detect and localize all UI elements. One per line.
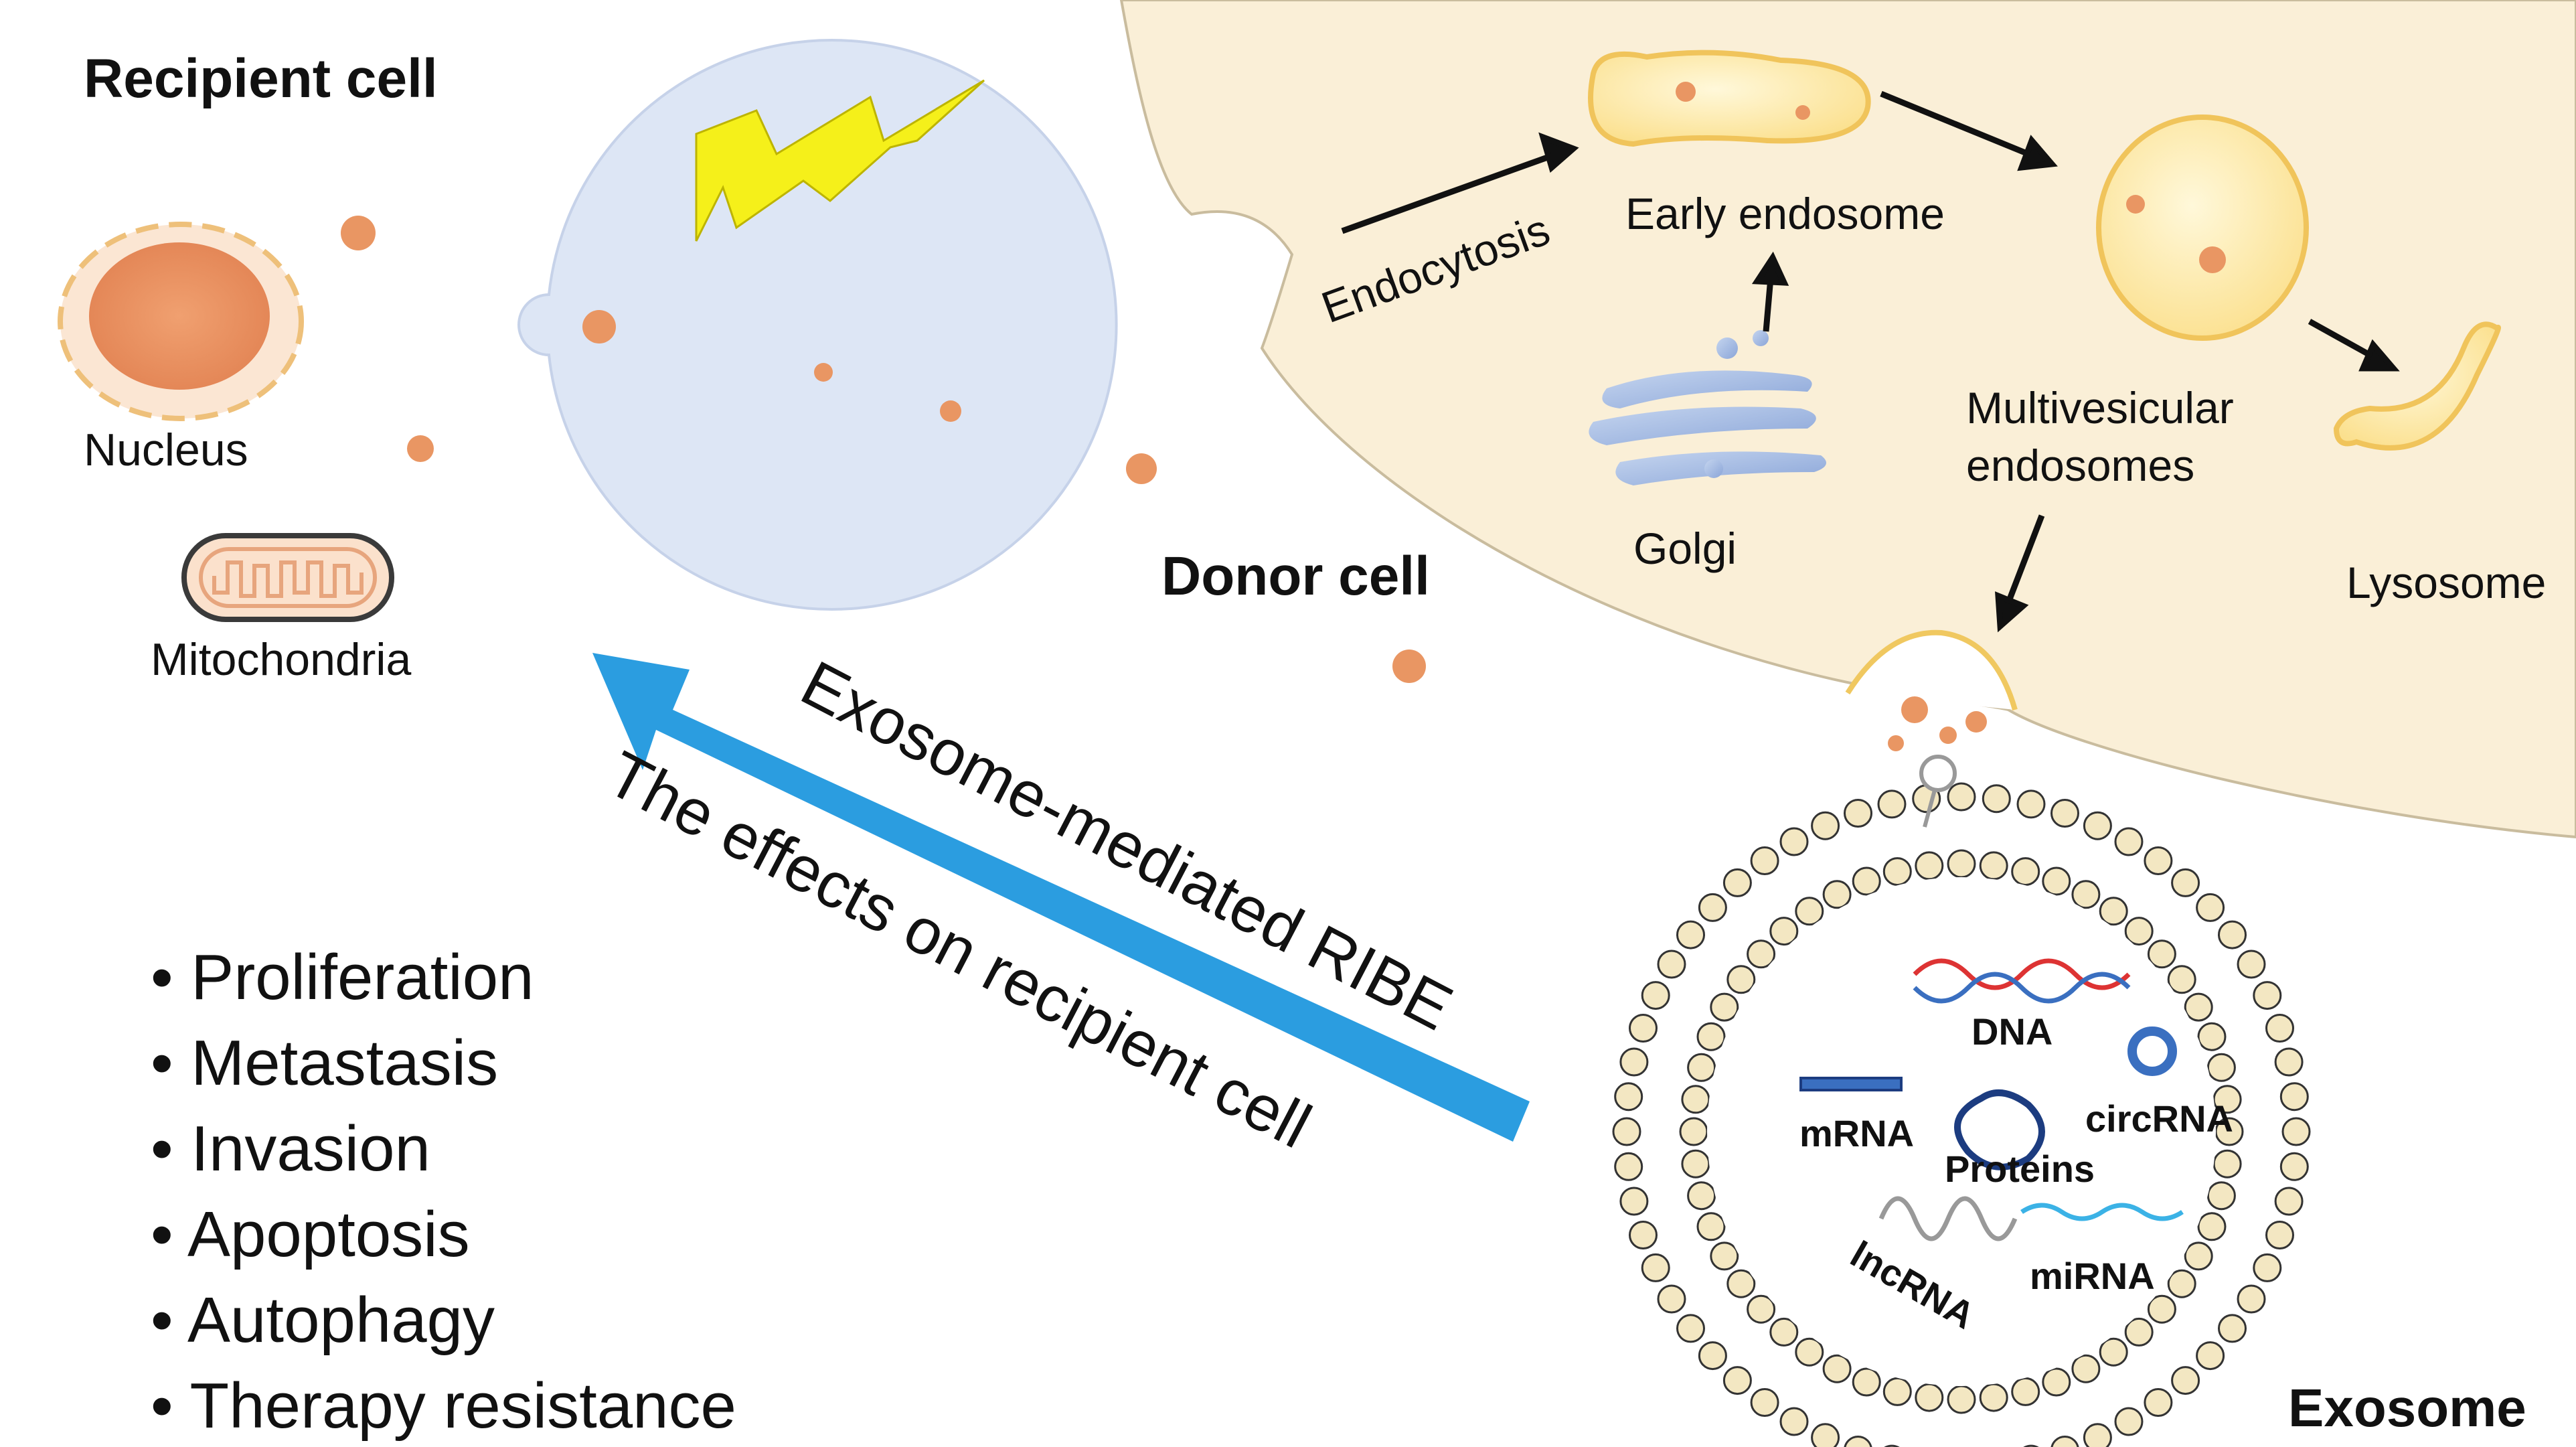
- proteins-label: Proteins: [1945, 1148, 2095, 1190]
- cargo-icons: [1799, 958, 2184, 1241]
- exosome-title: Exosome: [2288, 1378, 2526, 1438]
- lysosome-label: Lysosome: [2346, 558, 2546, 607]
- mitochondria: [181, 533, 394, 622]
- effect-item: Invasion: [191, 1113, 430, 1185]
- exosome-particles: [341, 82, 2226, 751]
- effects-label: The effects on recipient cell: [596, 738, 1321, 1162]
- pathway-arrows: [1341, 90, 2400, 633]
- svg-text:• Apoptosis: • Apoptosis: [151, 1199, 470, 1270]
- mirna-label: miRNA: [2030, 1255, 2155, 1297]
- exosome: [1612, 782, 2311, 1447]
- mitochondria-label: Mitochondria: [151, 634, 411, 685]
- svg-text:• Proliferation: • Proliferation: [151, 941, 534, 1013]
- mve-label-1: Multivesicular: [1966, 383, 2234, 433]
- svg-text:• Invasion: • Invasion: [151, 1113, 430, 1185]
- golgi-icon: [1589, 330, 1826, 485]
- mrna-label: mRNA: [1799, 1112, 1914, 1154]
- early-endosome-vesicle: [1588, 50, 1871, 147]
- recipient-title: Recipient cell: [84, 48, 438, 109]
- effect-item: Proliferation: [191, 941, 534, 1013]
- svg-text:• Autophagy: • Autophagy: [151, 1284, 495, 1356]
- svg-text:• Therapy resistance: • Therapy resistance: [151, 1370, 736, 1442]
- mve-label-2: endosomes: [1966, 441, 2194, 490]
- lysosome-vesicle: [2333, 321, 2501, 451]
- ribe-label: Exosome-mediated RIBE: [790, 648, 1463, 1045]
- svg-text:• Metastasis: • Metastasis: [151, 1027, 498, 1099]
- lightning-icon: [695, 79, 985, 242]
- effect-item: Apoptosis: [187, 1199, 470, 1270]
- effect-item: Autophagy: [187, 1284, 495, 1356]
- recipient-cell: [58, 39, 1118, 622]
- effect-item: Metastasis: [191, 1027, 498, 1099]
- effects-list: • Proliferation • Metastasis • Invasion …: [151, 941, 736, 1442]
- nucleus-label: Nucleus: [84, 425, 248, 475]
- circrna-label: circRNA: [2085, 1097, 2233, 1140]
- effect-item: Therapy resistance: [190, 1370, 736, 1442]
- ribe-arrow: [592, 653, 1530, 1142]
- golgi-label: Golgi: [1633, 524, 1737, 573]
- exosome-stalk: [1919, 755, 1957, 828]
- dna-label: DNA: [1971, 1010, 2052, 1053]
- donor-title: Donor cell: [1161, 546, 1430, 607]
- mve-vesicle: [2096, 115, 2309, 341]
- early-endosome-label: Early endosome: [1625, 189, 1945, 238]
